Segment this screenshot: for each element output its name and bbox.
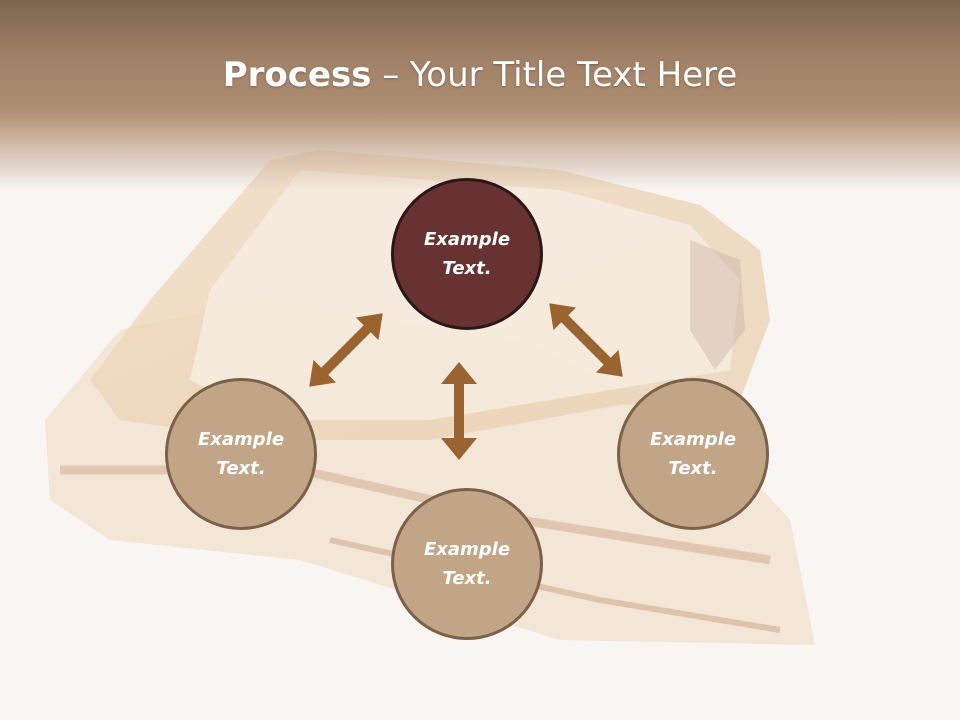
- bottom-line2: Text.: [442, 568, 492, 589]
- bottom-process-circle[interactable]: Example Text.: [391, 488, 543, 640]
- center-process-circle[interactable]: Example Text.: [391, 178, 543, 330]
- title-banner: [0, 0, 960, 190]
- left-line1: Example: [197, 429, 285, 450]
- title-rest: – Your Title Text Here: [371, 55, 738, 95]
- slide-title[interactable]: Process – Your Title Text Here: [0, 52, 960, 98]
- right-line1: Example: [649, 429, 737, 450]
- title-strong: Process: [222, 55, 372, 95]
- right-line2: Text.: [668, 458, 718, 479]
- left-line2: Text.: [216, 458, 266, 479]
- left-process-circle[interactable]: Example Text.: [165, 378, 317, 530]
- bottom-line1: Example: [423, 539, 511, 560]
- right-process-circle[interactable]: Example Text.: [617, 378, 769, 530]
- center-line2: Text.: [442, 258, 492, 279]
- center-line1: Example: [423, 229, 511, 250]
